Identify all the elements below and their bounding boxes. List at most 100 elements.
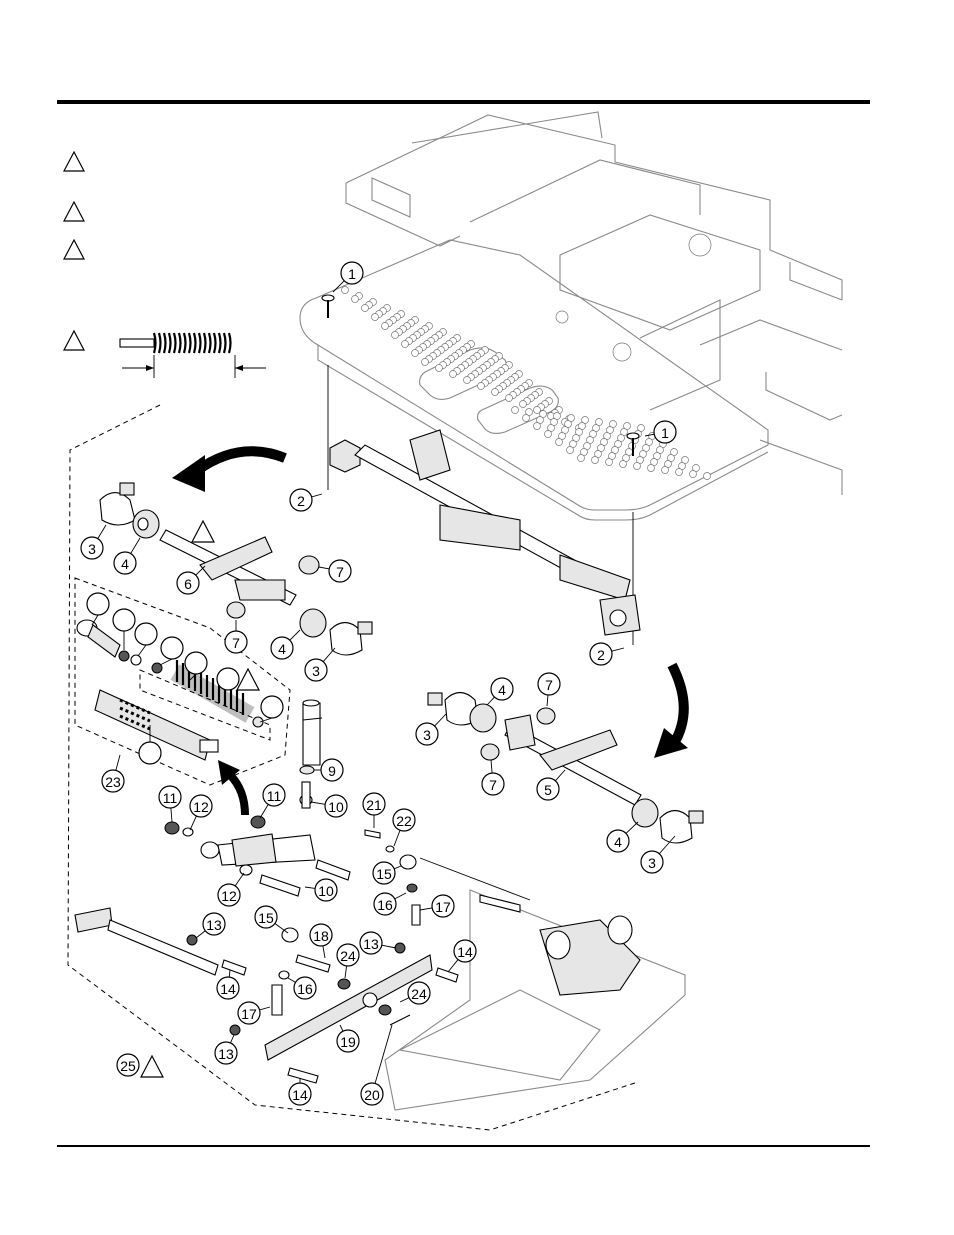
triangle-note-icon: [64, 202, 84, 221]
triangle-note-icon: [64, 152, 84, 171]
callout-14: 14: [448, 940, 476, 972]
callout-number: 3: [88, 541, 96, 557]
right-shaft-assembly: [428, 693, 703, 844]
callout-11: 11: [260, 784, 285, 818]
callout-19: 19: [337, 1025, 359, 1052]
callout-2: 2: [590, 643, 624, 665]
callout-number: 24: [411, 986, 427, 1002]
callout-23: 23: [102, 755, 124, 792]
callout-number: 4: [278, 641, 286, 657]
callout-4: 4: [271, 630, 300, 659]
callout-number: 17: [435, 899, 451, 915]
callout-13: 13: [196, 913, 225, 938]
header-rule: [57, 100, 870, 104]
callout-16: 16: [288, 977, 316, 999]
callout-number: 10: [328, 799, 344, 815]
callout-10: 10: [311, 795, 347, 817]
callout-3: 3: [416, 714, 446, 745]
callout-17: 17: [238, 1002, 270, 1024]
callout-number: 12: [193, 799, 209, 815]
triangle-note-icon: [192, 521, 214, 542]
callout-22: 22: [393, 809, 415, 846]
callout-15: 15: [373, 862, 401, 884]
lower-shock: [165, 766, 350, 896]
callout-number: 17: [241, 1006, 257, 1022]
callout-number: 4: [121, 556, 129, 572]
callout-number: 3: [423, 727, 431, 743]
callout-24: 24: [337, 944, 359, 978]
callout-number: 13: [218, 1046, 234, 1062]
rotation-arrow: [172, 451, 285, 492]
callout-number: 21: [366, 797, 382, 813]
callout-number: 11: [163, 790, 178, 806]
callout-number: 16: [377, 897, 393, 913]
callout-number: 3: [648, 855, 656, 871]
callout-number: 24: [340, 948, 356, 964]
callout-number: 14: [292, 1087, 308, 1103]
footer-rule: [57, 1145, 870, 1147]
callout-number: 11: [267, 788, 282, 804]
callout-11: 11: [159, 786, 181, 822]
callout-17: 17: [420, 895, 454, 917]
callout-number: 1: [661, 425, 669, 441]
callout-16: 16: [374, 893, 406, 915]
callout-number: 2: [597, 647, 605, 663]
callout-number: 20: [364, 1087, 380, 1103]
callout-7: 7: [319, 560, 351, 582]
spring-length-dimension-icon: [120, 333, 266, 378]
callout-number: 4: [498, 682, 506, 698]
callout-number: 7: [489, 777, 497, 793]
callout-13: 13: [215, 1035, 237, 1064]
callout-7: 7: [482, 760, 504, 795]
callout-4: 4: [114, 538, 140, 574]
callout-12: 12: [190, 795, 212, 830]
callout-number: 4: [614, 834, 622, 850]
callout-6: 6: [177, 566, 205, 594]
callout-12: 12: [218, 873, 244, 906]
triangle-note-icon: [237, 669, 259, 690]
callout-number: 12: [221, 888, 237, 904]
lower-linkage: [75, 830, 458, 1083]
shock-absorber-kit: [75, 578, 322, 785]
callout-21: 21: [363, 793, 385, 828]
triangle-note-icon: [141, 1056, 163, 1077]
callout-10: 10: [305, 879, 337, 901]
callout-number: 25: [120, 1058, 136, 1074]
callout-number: 10: [318, 883, 334, 899]
callout-number: 18: [313, 928, 329, 944]
callout-13: 13: [360, 932, 396, 954]
callout-number: 1: [348, 266, 356, 282]
callout-number: 6: [184, 576, 192, 592]
deck-plate: [300, 240, 768, 520]
triangle-note-icon: [64, 240, 84, 259]
callout-14: 14: [217, 970, 239, 999]
callout-number: 19: [340, 1034, 356, 1050]
callout-7: 7: [225, 620, 247, 653]
callout-number: 13: [363, 936, 379, 952]
callout-number: 22: [396, 813, 412, 829]
callout-number: 14: [220, 981, 236, 997]
callout-number: 2: [297, 493, 305, 509]
callout-number: 15: [258, 910, 274, 926]
callout-number: 5: [544, 782, 552, 798]
callout-15: 15: [255, 906, 288, 933]
callout-20: 20: [361, 1025, 392, 1105]
triangle-note-icon: [64, 331, 84, 350]
callout-2: 2: [290, 489, 322, 511]
rotation-arrow: [654, 665, 688, 758]
callout-number: 3: [312, 663, 320, 679]
callout-3: 3: [81, 525, 106, 559]
callout-number: 7: [545, 677, 553, 693]
legend-symbols: [64, 152, 84, 350]
callout-1: 1: [333, 262, 363, 292]
callout-14: 14: [289, 1078, 311, 1105]
callout-25: 25: [117, 1054, 139, 1076]
callout-4: 4: [487, 678, 513, 705]
chassis-frame: [385, 858, 685, 1110]
callout-3: 3: [305, 648, 335, 681]
callout-number: 13: [206, 917, 222, 933]
callout-5: 5: [537, 770, 565, 800]
callout-4: 4: [607, 822, 638, 852]
callout-number: 7: [232, 635, 240, 651]
